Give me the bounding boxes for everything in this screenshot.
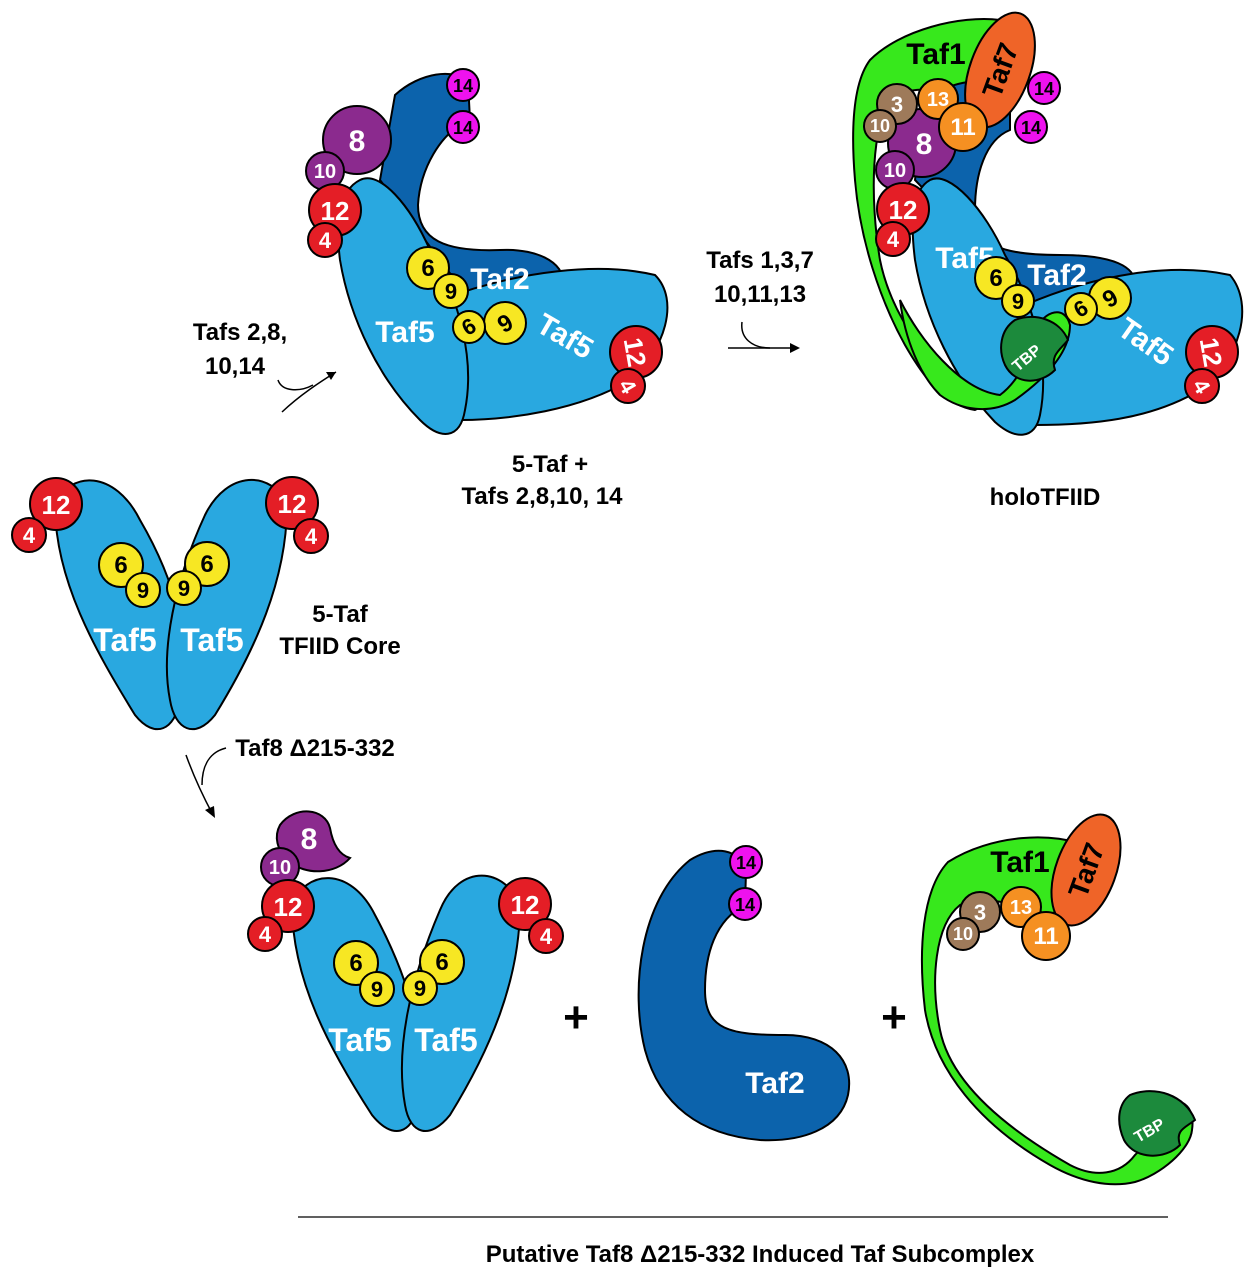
arrow3-caption: Taf8 Δ215-332 (235, 735, 395, 762)
core-complex: Taf5 Taf5 12 4 12 4 6 9 6 9 (12, 477, 328, 729)
bottom-taf10-label: 10 (269, 857, 291, 879)
holo-taf2-label: Taf2 (1027, 259, 1086, 292)
bottom-taf2-group: Taf2 14 14 (639, 846, 850, 1140)
arrow1 (278, 372, 336, 412)
core-caption-line1: 5-Taf (312, 601, 369, 628)
bottom-core: Taf5 Taf5 8 10 12 4 12 4 6 9 6 9 (248, 811, 563, 1131)
arrow3 (186, 748, 226, 818)
holo-taf1-label: Taf1 (906, 38, 965, 71)
bottom-taf5-left-label: Taf5 (328, 1022, 391, 1058)
bottom-taf12-right-label: 12 (511, 890, 540, 920)
intermediate-caption-line2: Tafs 2,8,10, 14 (462, 483, 624, 510)
holo-taf12-right-label: 12 (1194, 335, 1229, 369)
bottom-taf2-label: Taf2 (745, 1067, 804, 1100)
arrow2 (728, 322, 800, 353)
bottom-taf10-tan-label: 10 (953, 924, 973, 944)
core-taf9-right-label: 9 (178, 576, 190, 601)
plus-sign-1: + (563, 993, 589, 1042)
core-taf4-left-label: 4 (23, 523, 36, 548)
bottom-taf9-right-label: 9 (414, 976, 426, 1001)
int-taf12-top-label: 12 (321, 196, 350, 226)
intermediate-complex: Taf5 Taf5 Taf2 8 10 12 4 14 14 6 9 6 9 1… (306, 69, 667, 434)
holo-taf10-tan-label: 10 (870, 116, 890, 136)
holo-taf4-top-label: 4 (887, 227, 900, 252)
bottom-taf8-label: 8 (301, 823, 318, 856)
arrow2-caption-line1: Tafs 1,3,7 (706, 247, 814, 274)
bottom-taf5-right-label: Taf5 (414, 1022, 477, 1058)
bottom-caption: Putative Taf8 Δ215-332 Induced Taf Subco… (486, 1241, 1035, 1268)
core-taf6-left-label: 6 (114, 552, 127, 579)
bottom-taf1-group: Taf1 Taf7 3 10 13 11 TBP (922, 805, 1195, 1184)
holo-taf10-label: 10 (884, 160, 906, 182)
bottom-taf6-left-label: 6 (349, 950, 362, 977)
bottom-taf1-label: Taf1 (990, 846, 1049, 879)
core-taf5-right-label: Taf5 (180, 622, 243, 658)
bottom-taf14-a-label: 14 (736, 853, 756, 873)
holo-taf6-a-label: 6 (989, 265, 1002, 292)
arrow2-caption-line2: 10,11,13 (714, 281, 806, 308)
int-taf14-a-label: 14 (453, 76, 473, 96)
holo-taf9-a-label: 9 (1012, 289, 1024, 314)
intermediate-caption-line1: 5-Taf + (512, 451, 588, 478)
bottom-taf4-right-label: 4 (540, 924, 553, 949)
holo-caption: holoTFIID (990, 484, 1101, 511)
core-taf4-right-label: 4 (305, 524, 318, 549)
holo-taf8-label: 8 (916, 128, 933, 161)
int-taf4-top-label: 4 (319, 228, 332, 253)
plus-sign-2: + (881, 993, 907, 1042)
holo-taf11-label: 11 (950, 114, 975, 141)
holo-taf12-top-label: 12 (889, 195, 918, 225)
bottom-taf14-b-label: 14 (735, 895, 755, 915)
core-taf12-left-label: 12 (42, 490, 71, 520)
holo-taf3-label: 3 (891, 92, 903, 117)
bottom-taf13-label: 13 (1010, 897, 1032, 919)
holo-taf14-b-label: 14 (1021, 118, 1041, 138)
holo-complex: TBP Taf5 Taf5 Taf2 Taf1 Taf7 8 10 3 10 1… (853, 3, 1242, 434)
core-taf12-right-label: 12 (278, 489, 307, 519)
core-taf5-left-label: Taf5 (93, 622, 156, 658)
int-taf10-label: 10 (314, 161, 336, 183)
core-taf6-right-label: 6 (200, 551, 213, 578)
int-taf14-b-label: 14 (453, 118, 473, 138)
int-taf12-right-label: 12 (618, 335, 653, 369)
arrow1-caption-line2: 10,14 (205, 353, 266, 380)
bottom-taf12-left-label: 12 (274, 892, 303, 922)
core-caption-line2: TFIID Core (279, 633, 400, 660)
bottom-taf3-label: 3 (974, 900, 986, 925)
bottom-taf11-label: 11 (1033, 923, 1058, 950)
int-taf5-upper-label: Taf5 (375, 316, 434, 349)
holo-taf14-a-label: 14 (1034, 79, 1054, 99)
bottom-taf6-right-label: 6 (435, 949, 448, 976)
int-taf9-a-label: 9 (445, 279, 457, 304)
int-taf6-a-label: 6 (421, 255, 434, 282)
int-taf2-label: Taf2 (470, 263, 529, 296)
bottom-taf4-left-label: 4 (259, 922, 272, 947)
int-taf8-label: 8 (349, 125, 366, 158)
arrow1-caption-line1: Tafs 2,8, (193, 319, 287, 346)
holo-taf13-label: 13 (927, 89, 949, 111)
core-taf9-left-label: 9 (137, 578, 149, 603)
bottom-taf9-left-label: 9 (371, 977, 383, 1002)
